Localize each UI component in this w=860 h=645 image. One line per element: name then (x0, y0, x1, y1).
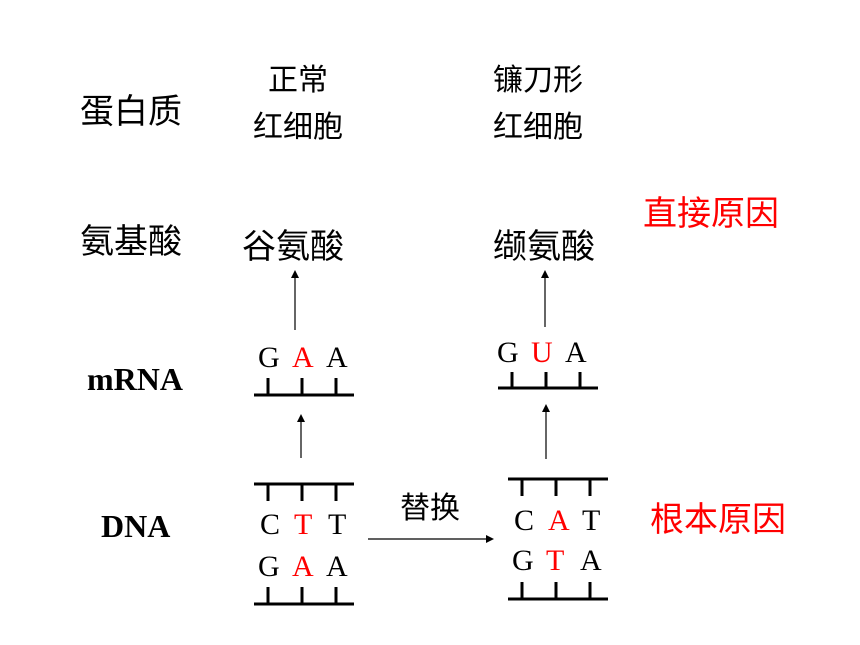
row-label-protein: 蛋白质 (80, 92, 182, 132)
direct-cause-label: 直接原因 (643, 194, 779, 234)
sickle-mrna-base-3: A (565, 336, 587, 369)
normal-mrna-base-3: A (326, 341, 348, 374)
normal-label-line2: 红细胞 (253, 110, 343, 145)
normal-dna-top-base-3: T (328, 508, 347, 541)
normal-dna-bottom-base-3: A (326, 550, 348, 583)
row-label-mrna: mRNA (87, 361, 183, 397)
normal-mrna-base-2: A (292, 341, 314, 374)
sickle-dna-top-base-3: T (582, 504, 601, 537)
sickle-amino-acid: 缬氨酸 (493, 227, 595, 267)
normal-dna-bottom-base-2: A (292, 550, 314, 583)
normal-mrna-strand (254, 378, 354, 397)
replace-label: 替换 (400, 491, 460, 526)
normal-dna-bottom-base-1: G (258, 550, 280, 583)
normal-dna-top-base-1: C (260, 508, 281, 541)
normal-label-line1: 正常 (268, 63, 328, 98)
normal-dna-top-base-2: T (294, 508, 313, 541)
root-cause-label: 根本原因 (650, 500, 786, 540)
row-label-dna: DNA (101, 508, 171, 544)
sickle-mrna-base-1: G (497, 336, 519, 369)
sickle-dna-bottom-base-1: G (512, 544, 534, 577)
sickle-dna-bottom-base-3: A (580, 544, 602, 577)
sickle-mrna-strand (498, 372, 598, 390)
sickle-label-line1: 镰刀形 (493, 63, 583, 98)
row-label-amino-acid: 氨基酸 (80, 222, 182, 262)
sickle-label-line2: 红细胞 (493, 110, 583, 145)
normal-amino-acid: 谷氨酸 (242, 227, 344, 267)
sickle-mrna-base-2: U (531, 336, 553, 369)
sickle-dna-strands (508, 477, 608, 601)
normal-dna-strands (254, 482, 354, 606)
sickle-dna-top-base-2: A (548, 504, 570, 537)
sickle-dna-top-base-1: C (514, 504, 535, 537)
sickle-dna-bottom-base-2: T (546, 544, 565, 577)
normal-mrna-base-1: G (258, 341, 280, 374)
